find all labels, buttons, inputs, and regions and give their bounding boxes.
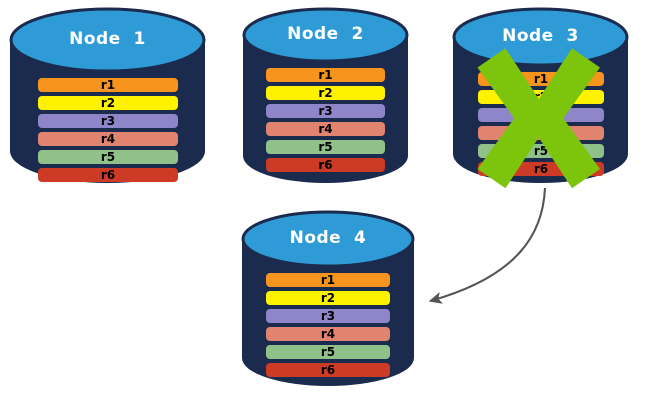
row-r6: r6 xyxy=(266,363,390,377)
row-r2: r2 xyxy=(266,291,390,305)
cylinder-top-ellipse xyxy=(9,7,206,73)
row-r4: r4 xyxy=(266,327,390,341)
row-r1: r1 xyxy=(266,273,390,287)
row-r2: r2 xyxy=(266,86,385,100)
row-r4: r4 xyxy=(266,122,385,136)
row-r3: r3 xyxy=(266,309,390,323)
cylinder-body xyxy=(10,40,205,183)
row-r5: r5 xyxy=(266,140,385,154)
cylinder-node-3[interactable]: Node 3r1r2r3r4r5r6 xyxy=(452,7,629,189)
row-r5: r5 xyxy=(266,345,390,359)
row-r1: r1 xyxy=(266,68,385,82)
row-r2: r2 xyxy=(38,96,178,110)
row-r3: r3 xyxy=(266,104,385,118)
node-1-rows: r1 r2 r3 r4 r5 r6 xyxy=(38,78,178,182)
cylinder-top-ellipse xyxy=(241,210,415,268)
row-r1: r1 xyxy=(38,78,178,92)
cylinder-top-ellipse xyxy=(452,7,629,67)
row-r6: r6 xyxy=(266,158,385,172)
cylinder-shape xyxy=(9,7,206,183)
node-2-rows: r1 r2 r3 r4 r5 r6 xyxy=(266,68,385,172)
row-r6: r6 xyxy=(38,168,178,182)
row-r3: r3 xyxy=(38,114,178,128)
row-r4: r4 xyxy=(38,132,178,146)
row-r5: r5 xyxy=(38,150,178,164)
x-cross-strokes xyxy=(477,48,600,189)
cylinder-top-ellipse xyxy=(242,7,409,63)
green-x-cross xyxy=(477,48,600,189)
node-4-rows: r1 r2 r3 r4 r5 r6 xyxy=(266,273,390,377)
